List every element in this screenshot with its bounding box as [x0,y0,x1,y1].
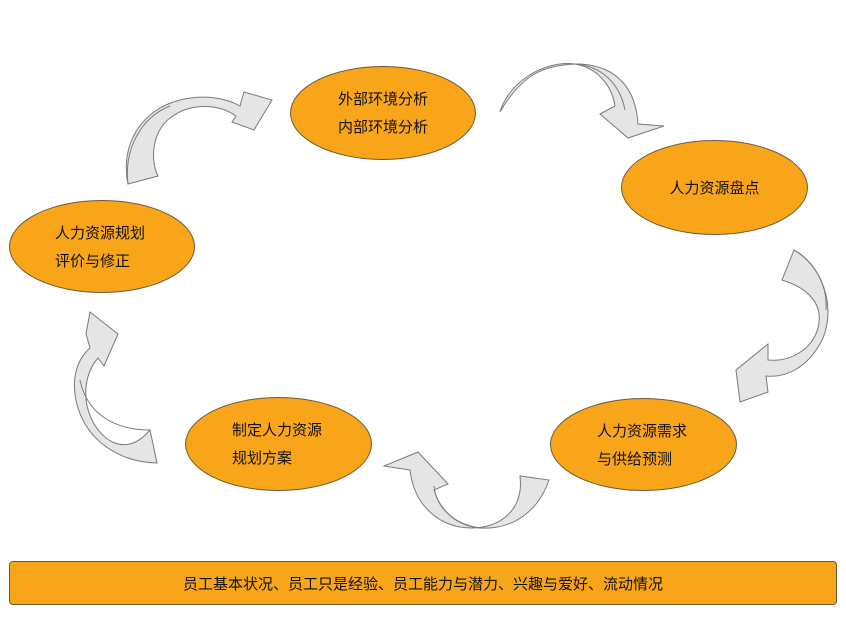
node-label-line1: 人力资源规划 [55,223,146,242]
arrow-body [735,249,829,403]
node-label-line2: 评价与修正 [55,251,131,270]
node-label-line1: 人力资源盘点 [669,178,760,197]
arrow-inner-curve [126,105,171,185]
node-external-internal-analysis: 外部环境分析 内部环境分析 [290,66,476,160]
node-label-line1: 人力资源需求 [597,421,688,440]
curved-arrow-external-to-inventory [499,63,665,139]
arrow-body [125,91,273,185]
node-plan-formulation: 制定人力资源 规划方案 [185,397,372,491]
curved-arrow-evaluation-to-external [125,91,273,185]
node-hr-inventory: 人力资源盘点 [621,140,808,235]
employee-status-bar: 员工基本状况、员工只是经验、员工能力与潜力、兴趣与爱好、流动情况 [9,561,837,605]
curved-arrow-plan-to-evaluation [73,311,158,464]
arrow-inner-curve [793,249,827,311]
arrow-body [382,451,550,529]
curved-arrow-inventory-to-forecast [735,249,829,403]
curved-arrow-forecast-to-plan [382,451,550,529]
node-label-line1: 外部环境分析 [337,90,428,108]
node-label-line2: 内部环境分析 [337,118,428,136]
node-label-line2: 与供给预测 [597,449,673,468]
arrow-inner-curve [79,379,151,431]
employee-status-text: 员工基本状况、员工只是经验、员工能力与潜力、兴趣与爱好、流动情况 [182,574,663,593]
arrow-body [499,63,665,139]
node-label-line1: 制定人力资源 [232,421,323,439]
node-demand-supply-forecast: 人力资源需求 与供给预测 [550,398,737,491]
arrow-inner-curve [574,63,626,111]
arrow-body [73,311,158,464]
node-plan-evaluation: 人力资源规划 评价与修正 [9,200,195,293]
node-label-line2: 规划方案 [232,449,293,467]
arrow-inner-curve [433,485,481,529]
